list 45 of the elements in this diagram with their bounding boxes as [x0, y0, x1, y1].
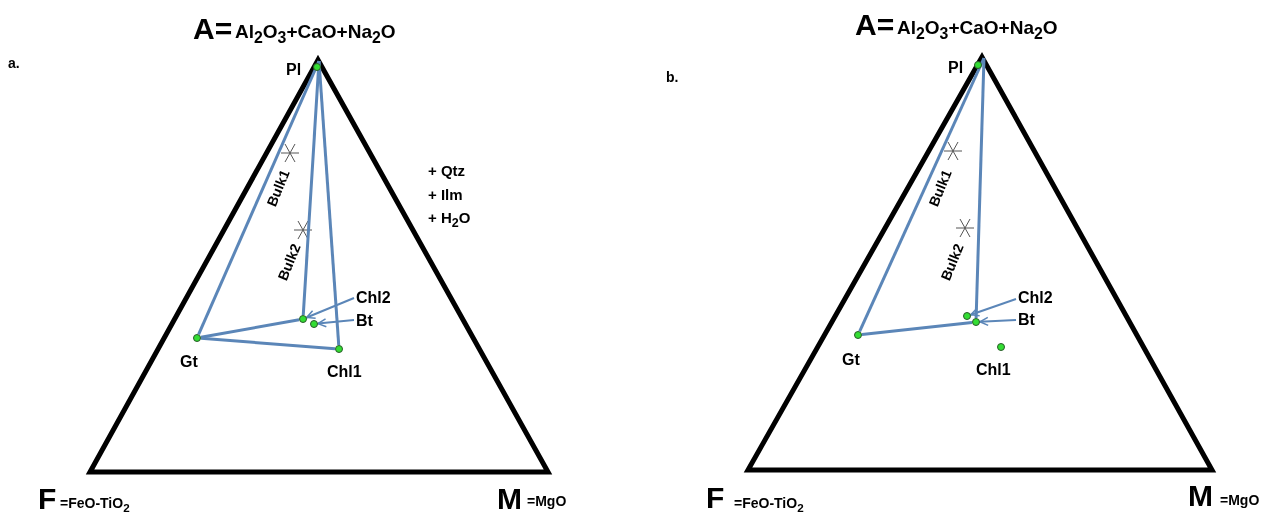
- leader-arrow: [305, 297, 355, 319]
- leader-arrow: [979, 316, 1017, 327]
- panel-label: b.: [666, 70, 679, 84]
- tie-line: [200, 336, 336, 351]
- mineral-point: [963, 312, 971, 320]
- apex-label: A=: [193, 14, 233, 44]
- phase-list-item: + H$_{2}$O: [428, 210, 471, 230]
- mineral-label: Pl: [286, 62, 302, 78]
- mineral-label: Chl2: [356, 290, 391, 306]
- phase-list-item: + Ilm: [428, 187, 463, 202]
- apex-label: F: [706, 483, 725, 513]
- mineral-label: Chl1: [976, 362, 1011, 378]
- tie-line: [861, 320, 973, 337]
- panel-label: a.: [8, 56, 20, 70]
- bulk-label: Bulk1: [264, 167, 292, 209]
- apex-label: M: [497, 484, 522, 514]
- mineral-label: Bt: [1018, 312, 1035, 328]
- component-formula: =MgO: [527, 494, 567, 508]
- leader-arrow: [969, 298, 1017, 317]
- bulk-label: Bulk2: [938, 241, 966, 283]
- mineral-point: [310, 320, 318, 328]
- component-formula: =FeO-TiO$_{2}$: [60, 496, 130, 514]
- apex-label: M: [1188, 481, 1213, 511]
- bulk-label: Bulk2: [275, 241, 303, 283]
- tie-line: [200, 318, 300, 339]
- mineral-label: Pl: [948, 60, 964, 76]
- mineral-point: [299, 315, 307, 323]
- mineral-point: [972, 318, 980, 326]
- leader-arrow: [317, 318, 355, 328]
- mineral-label: Gt: [842, 352, 860, 368]
- component-formula: Al$_{2}$O$_{3}$+CaO+Na$_{2}$O: [235, 22, 396, 46]
- component-formula: =MgO: [1220, 493, 1260, 507]
- mineral-label: Gt: [180, 354, 198, 370]
- tie-line: [317, 60, 341, 346]
- tie-line: [301, 60, 321, 316]
- component-formula: =FeO-TiO$_{2}$: [734, 496, 804, 514]
- phase-list-item: + Qtz: [428, 163, 466, 178]
- tie-line: [974, 57, 986, 319]
- mineral-label: Chl2: [1018, 290, 1053, 306]
- mineral-label: Bt: [356, 313, 373, 329]
- component-formula: Al$_{2}$O$_{3}$+CaO+Na$_{2}$O: [897, 18, 1058, 42]
- bulk-label: Bulk1: [926, 167, 954, 209]
- mineral-label: Chl1: [327, 364, 362, 380]
- apex-label: A=: [855, 10, 895, 40]
- apex-label: F: [38, 484, 57, 514]
